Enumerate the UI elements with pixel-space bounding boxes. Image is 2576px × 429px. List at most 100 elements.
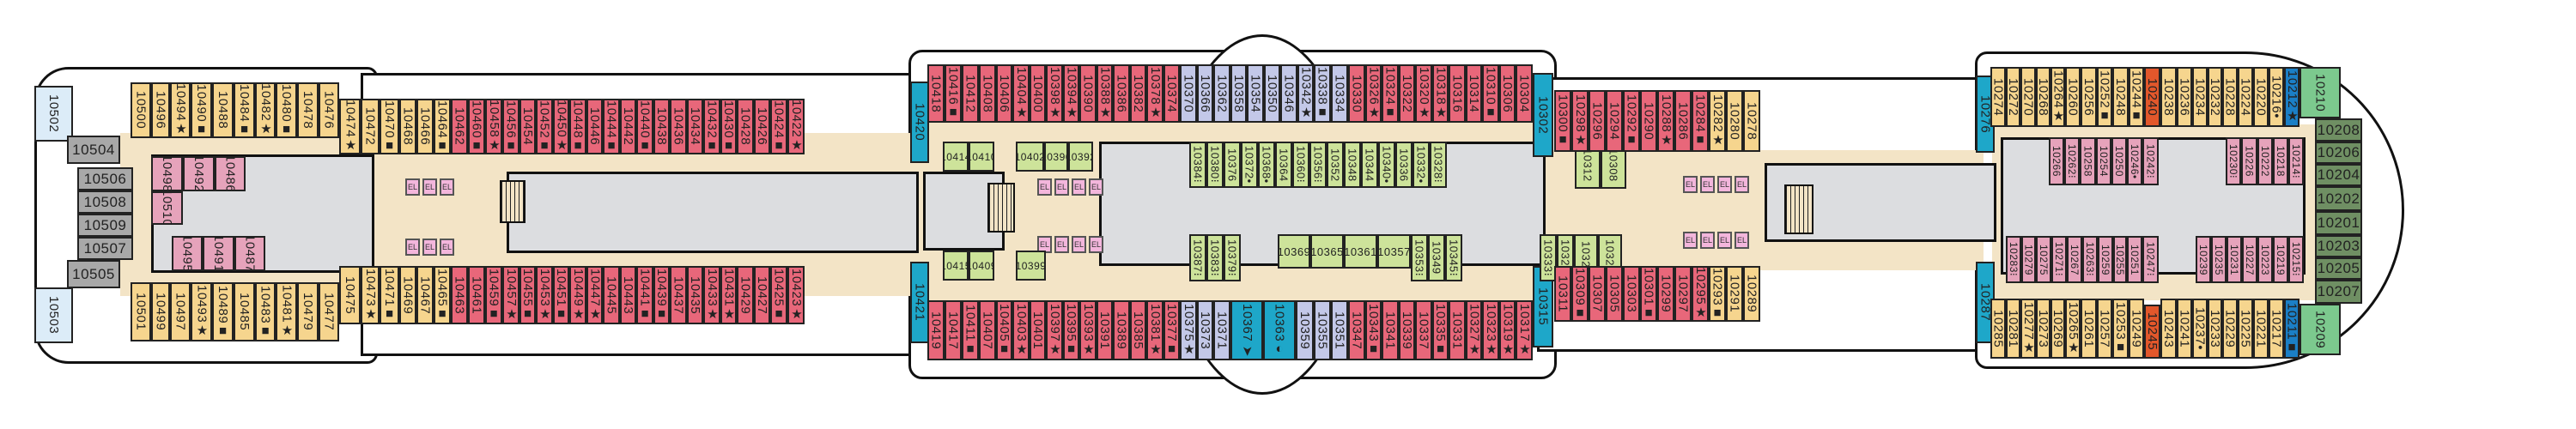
cabin-10442[interactable]: 10442 xyxy=(620,99,636,154)
cabin-10474[interactable]: 10474★ xyxy=(339,99,361,154)
cabin-10500[interactable]: 10500 xyxy=(131,82,151,138)
cabin-10348[interactable]: 10348 xyxy=(1344,142,1361,188)
cabin-10250[interactable]: 10250 xyxy=(2111,137,2127,185)
cabin-10392[interactable]: 10392 xyxy=(1068,142,1093,172)
cabin-10260[interactable]: 10260 xyxy=(2065,67,2081,127)
cabin-10347[interactable]: 10347 xyxy=(1348,300,1365,360)
cabin-10302[interactable]: 10302 xyxy=(1533,73,1553,157)
cabin-10388[interactable]: 10388★ xyxy=(1097,64,1113,123)
cabin-10448[interactable]: 10448■ xyxy=(569,99,586,154)
cabin-10506[interactable]: 10506 xyxy=(77,167,133,190)
cabin-10497[interactable]: 10497 xyxy=(170,282,191,341)
cabin-10350[interactable]: 10350 xyxy=(1264,64,1280,123)
cabin-10501[interactable]: 10501 xyxy=(131,282,151,341)
cabin-10408[interactable]: 10408 xyxy=(979,64,996,123)
cabin-10459[interactable]: 10459■ xyxy=(485,266,502,324)
cabin-10393[interactable]: 10393★ xyxy=(1079,300,1097,360)
cabin-10496[interactable]: 10496 xyxy=(151,82,170,138)
cabin-10414[interactable]: 10414 xyxy=(943,142,969,172)
cabin-10240[interactable]: 10240 xyxy=(2144,67,2160,127)
cabin-10254[interactable]: 10254 xyxy=(2096,137,2111,185)
cabin-10433[interactable]: 10433★ xyxy=(703,266,720,324)
cabin-10204[interactable]: 10204 xyxy=(2315,164,2362,186)
cabin-10243[interactable]: 10243 xyxy=(2160,299,2177,359)
cabin-10344[interactable]: 10344 xyxy=(1361,142,1378,188)
cabin-10322[interactable]: 10322 xyxy=(1399,64,1415,123)
cabin-10411[interactable]: 10411■ xyxy=(962,300,979,360)
cabin-10295[interactable]: 10295★ xyxy=(1692,266,1709,322)
cabin-10298[interactable]: 10298★ xyxy=(1571,90,1589,152)
cabin-10476[interactable]: 10476 xyxy=(319,82,339,138)
cabin-10395[interactable]: 10395■ xyxy=(1063,300,1079,360)
cabin-10345[interactable]: 10345⁝ xyxy=(1445,234,1462,281)
cabin-10262[interactable]: 10262⁝ xyxy=(2064,137,2080,185)
cabin-10368[interactable]: 10368• xyxy=(1258,142,1275,188)
cabin-10263[interactable]: 10263⁝ xyxy=(2082,236,2098,283)
cabin-10364[interactable]: 10364 xyxy=(1275,142,1292,188)
cabin-10349[interactable]: 10349 xyxy=(1428,234,1445,281)
cabin-10288[interactable]: 10288★ xyxy=(1657,90,1674,152)
cabin-10479[interactable]: 10479 xyxy=(297,282,319,341)
cabin-10231[interactable]: 10231 xyxy=(2227,236,2242,283)
cabin-10432[interactable]: 10432■ xyxy=(703,99,720,154)
cabin-10351[interactable]: 10351 xyxy=(1331,300,1348,360)
cabin-10332[interactable]: 10332• xyxy=(1413,142,1430,188)
cabin-10465[interactable]: 10465■ xyxy=(434,266,451,324)
cabin-10234[interactable]: 10234 xyxy=(2192,67,2208,127)
cabin-10507[interactable]: 10507 xyxy=(77,237,133,260)
cabin-10376[interactable]: 10376 xyxy=(1224,142,1241,188)
cabin-10336[interactable]: 10336 xyxy=(1395,142,1413,188)
cabin-10293[interactable]: 10293■ xyxy=(1709,266,1726,322)
cabin-10359[interactable]: 10359 xyxy=(1296,300,1314,360)
cabin-10466[interactable]: 10466 xyxy=(416,99,434,154)
cabin-10291[interactable]: 10291 xyxy=(1726,266,1743,322)
cabin-10326[interactable]: 10326★ xyxy=(1365,64,1382,123)
cabin-10340[interactable]: 10340• xyxy=(1378,142,1395,188)
cabin-10441[interactable]: 10441■ xyxy=(636,266,653,324)
cabin-10366[interactable]: 10366 xyxy=(1197,64,1213,123)
cabin-10382[interactable]: 10382 xyxy=(1130,64,1146,123)
cabin-10337[interactable]: 10337 xyxy=(1415,300,1432,360)
cabin-10418[interactable]: 10418 xyxy=(927,64,945,123)
cabin-10354[interactable]: 10354 xyxy=(1247,64,1264,123)
cabin-10255[interactable]: 10255 xyxy=(2113,236,2127,283)
cabin-10369[interactable]: 10369 xyxy=(1278,234,1310,269)
cabin-10456[interactable]: 10456■ xyxy=(502,99,519,154)
cabin-10279[interactable]: 10279 xyxy=(2021,236,2036,283)
cabin-10502[interactable]: 10502 xyxy=(34,86,73,142)
cabin-10431[interactable]: 10431★ xyxy=(720,266,737,324)
cabin-10458[interactable]: 10458★ xyxy=(485,99,502,154)
cabin-10389[interactable]: 10389 xyxy=(1113,300,1130,360)
cabin-10277[interactable]: 10277★ xyxy=(2020,299,2036,359)
cabin-10400[interactable]: 10400 xyxy=(1030,64,1046,123)
cabin-10220[interactable]: 10220 xyxy=(2253,67,2269,127)
cabin-10417[interactable]: 10417 xyxy=(945,300,962,360)
cabin-10435[interactable]: 10435 xyxy=(687,266,703,324)
cabin-10391[interactable]: 10391 xyxy=(1097,300,1113,360)
cabin-10437[interactable]: 10437 xyxy=(670,266,687,324)
cabin-10375[interactable]: 10375★ xyxy=(1180,300,1197,360)
cabin-10352[interactable]: 10352 xyxy=(1327,142,1344,188)
cabin-10422[interactable]: 10422★ xyxy=(787,99,805,154)
cabin-10415[interactable]: 10415 xyxy=(943,251,969,281)
cabin-10468[interactable]: 10468 xyxy=(399,99,416,154)
cabin-10453[interactable]: 10453★ xyxy=(536,266,553,324)
cabin-10387[interactable]: 10387⁝ xyxy=(1189,234,1206,281)
cabin-10355[interactable]: 10355 xyxy=(1314,300,1331,360)
cabin-10228[interactable]: 10228 xyxy=(2222,67,2238,127)
cabin-10335[interactable]: 10335■ xyxy=(1432,300,1449,360)
cabin-10268[interactable]: 10268 xyxy=(2036,67,2050,127)
cabin-10427[interactable]: 10427 xyxy=(754,266,770,324)
cabin-10224[interactable]: 10224 xyxy=(2238,67,2253,127)
cabin-10316[interactable]: 10316 xyxy=(1449,64,1466,123)
cabin-10495[interactable]: 10495 xyxy=(172,236,203,271)
cabin-10253[interactable]: 10253■ xyxy=(2112,299,2129,359)
cabin-10223[interactable]: 10223 xyxy=(2257,236,2273,283)
cabin-10362[interactable]: 10362 xyxy=(1213,64,1230,123)
cabin-10261[interactable]: 10261 xyxy=(2081,299,2097,359)
cabin-10247[interactable]: 10247⁝ xyxy=(2142,236,2159,283)
cabin-10300[interactable]: 10300■ xyxy=(1554,90,1571,152)
cabin-10249[interactable]: 10249 xyxy=(2129,299,2144,359)
cabin-10396[interactable]: 10396 xyxy=(1044,142,1068,172)
